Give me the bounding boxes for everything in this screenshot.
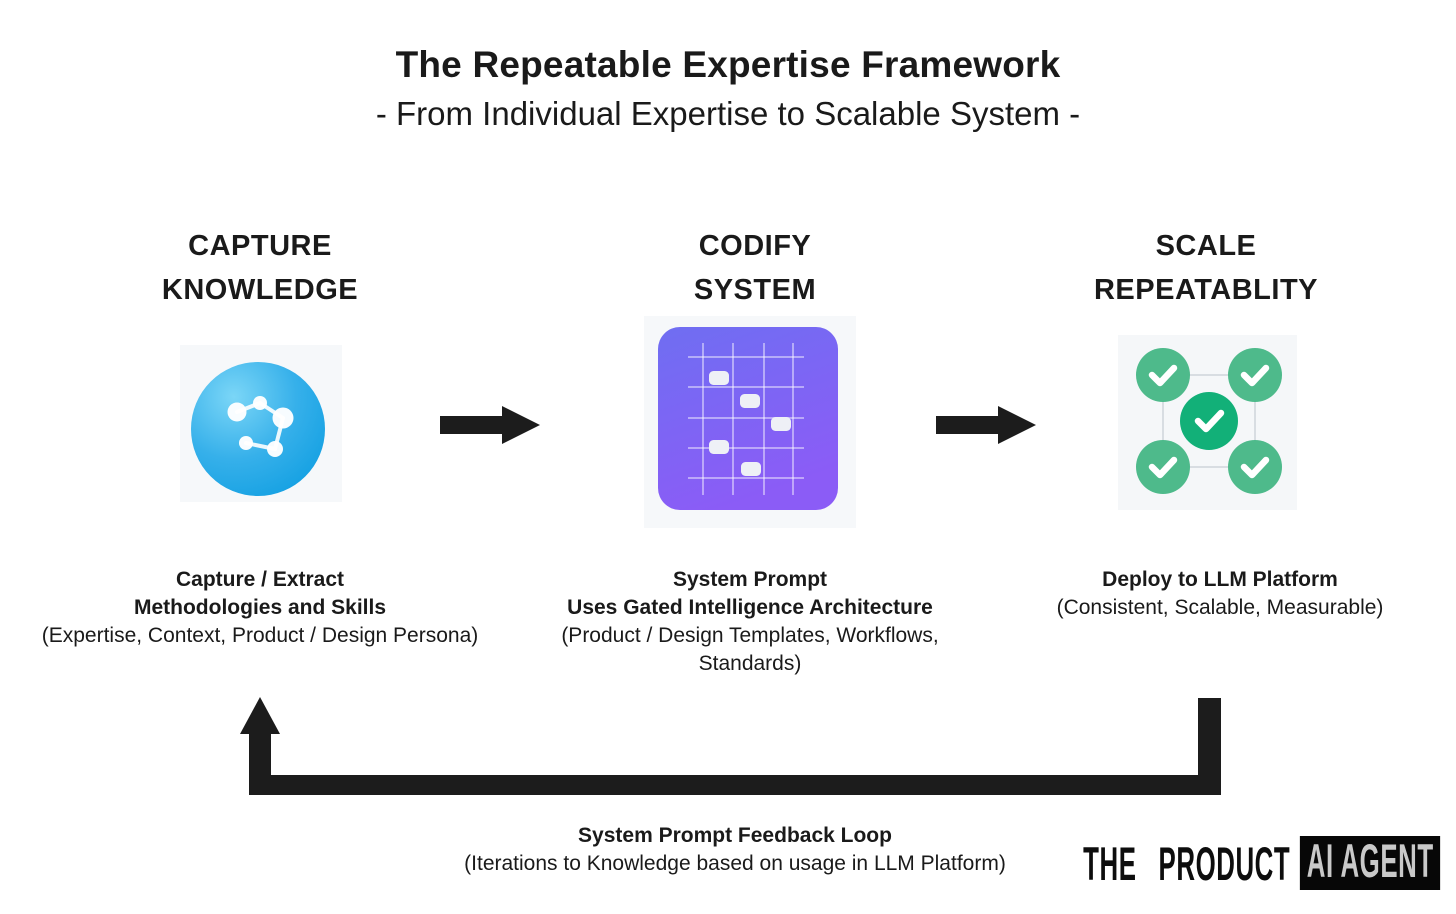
heading-line: SYSTEM [693,274,817,306]
page-title: The Repeatable Expertise Framework [395,44,1061,85]
brand-logo-badge: AI AGENT [1299,836,1440,890]
brand-logo: THE PRODUCT AI AGENT [1082,836,1440,890]
page-subtitle: - From Individual Expertise to Scalable … [375,95,1081,132]
feedback-loop-subtitle: (Iterations to Knowledge based on usage … [464,852,1006,875]
heading-line: CODIFY [698,230,812,262]
heading-line: CAPTURE [188,230,332,262]
desc-line: Capture / Extract [175,568,345,591]
right-arrow-icon [936,406,1036,444]
desc-line: Uses Gated Intelligence Architecture [567,596,933,619]
grid-matrix-icon [658,327,838,510]
network-nodes-icon [180,345,342,502]
feedback-loop-title: System Prompt Feedback Loop [578,824,892,847]
heading-line: REPEATABLITY [1093,274,1319,306]
desc-line: (Consistent, Scalable, Measurable) [1056,596,1384,619]
capture-description: Capture / Extract Methodologies and Skil… [10,566,510,650]
heading-line: SCALE [1155,230,1257,262]
desc-line: (Expertise, Context, Product / Design Pe… [41,624,479,647]
scale-description: Deploy to LLM Platform (Consistent, Scal… [970,566,1456,622]
desc-line: System Prompt [672,568,828,591]
right-arrow-icon [440,406,540,444]
desc-line: Standards) [698,652,802,675]
codify-system-heading: CODIFY SYSTEM [555,224,955,312]
brand-logo-text: THE PRODUCT [1082,836,1290,890]
heading-line: KNOWLEDGE [161,274,359,306]
codify-description: System Prompt Uses Gated Intelligence Ar… [500,566,1000,678]
capture-knowledge-heading: CAPTURE KNOWLEDGE [60,224,460,312]
desc-line: Methodologies and Skills [133,596,387,619]
feedback-loop-label: System Prompt Feedback Loop (Iterations … [335,822,1135,878]
desc-line: Deploy to LLM Platform [1102,568,1338,591]
checkmarks-network-icon [1118,335,1297,510]
desc-line: (Product / Design Templates, Workflows, [561,624,939,647]
feedback-loop-arrow [240,697,1221,795]
scale-repeatablity-heading: SCALE REPEATABLITY [1006,224,1406,312]
